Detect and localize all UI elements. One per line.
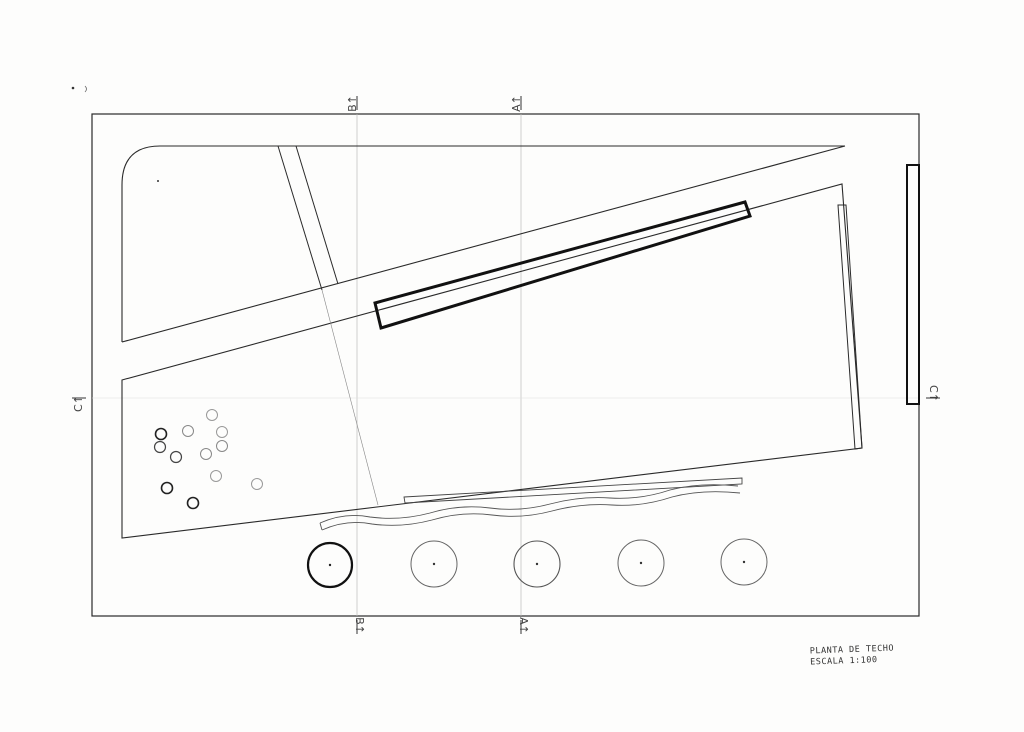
section-label-b-top: B↑ [345, 95, 359, 112]
tree-row [306, 538, 768, 589]
column-circle [153, 440, 167, 454]
section-label-c-right: C↑ [926, 385, 940, 402]
upper-roof-slab-edge [121, 145, 845, 342]
wavy-canopy-top [319, 484, 739, 524]
wavy-canopy-bottom [321, 491, 741, 531]
tree-center [535, 562, 539, 566]
survey-dot [157, 180, 159, 182]
column-circle [169, 450, 183, 464]
column-circle [210, 470, 222, 482]
skylight-bar [373, 200, 752, 330]
tree-circle [410, 540, 458, 588]
section-label-b-bottom: B↑ [352, 617, 366, 634]
section-label-c-left: C↑ [71, 395, 85, 412]
wavy-canopy-end [319, 522, 323, 531]
column-circle [216, 440, 228, 452]
tree-circle [617, 539, 665, 587]
tree-center [328, 563, 332, 567]
column-circle [251, 478, 263, 490]
column-circle [154, 427, 168, 441]
roof-beam-right [295, 145, 339, 285]
column-circle [160, 481, 174, 495]
column-circle [200, 448, 212, 460]
column-circle [206, 409, 218, 421]
stray-mark [84, 85, 87, 93]
column-circle [216, 426, 228, 438]
column-cluster [153, 409, 263, 510]
tree-center [742, 560, 746, 564]
section-label-a-top: A↑ [509, 95, 523, 112]
column-circle [182, 425, 194, 437]
title-block: PLANTA DE TECHO ESCALA 1:100 [810, 644, 895, 669]
stray-mark [71, 86, 75, 90]
right-wall [906, 164, 920, 405]
tree-center [639, 561, 643, 565]
section-markers [72, 96, 940, 634]
column-circle [186, 496, 200, 510]
section-label-a-bottom: A↑ [516, 617, 530, 634]
right-parapet [837, 204, 863, 450]
tree-center [432, 562, 436, 566]
tree-circle [720, 538, 768, 586]
roof-beam-left [277, 145, 323, 291]
sheet-border [91, 113, 920, 617]
upper-roof-diagonal-edge [121, 145, 846, 343]
tree-circle [513, 540, 561, 588]
construction-line [321, 289, 379, 506]
tree-circle [306, 541, 354, 589]
main-roof-slab [121, 183, 863, 539]
bottom-wall-strip [403, 477, 743, 504]
